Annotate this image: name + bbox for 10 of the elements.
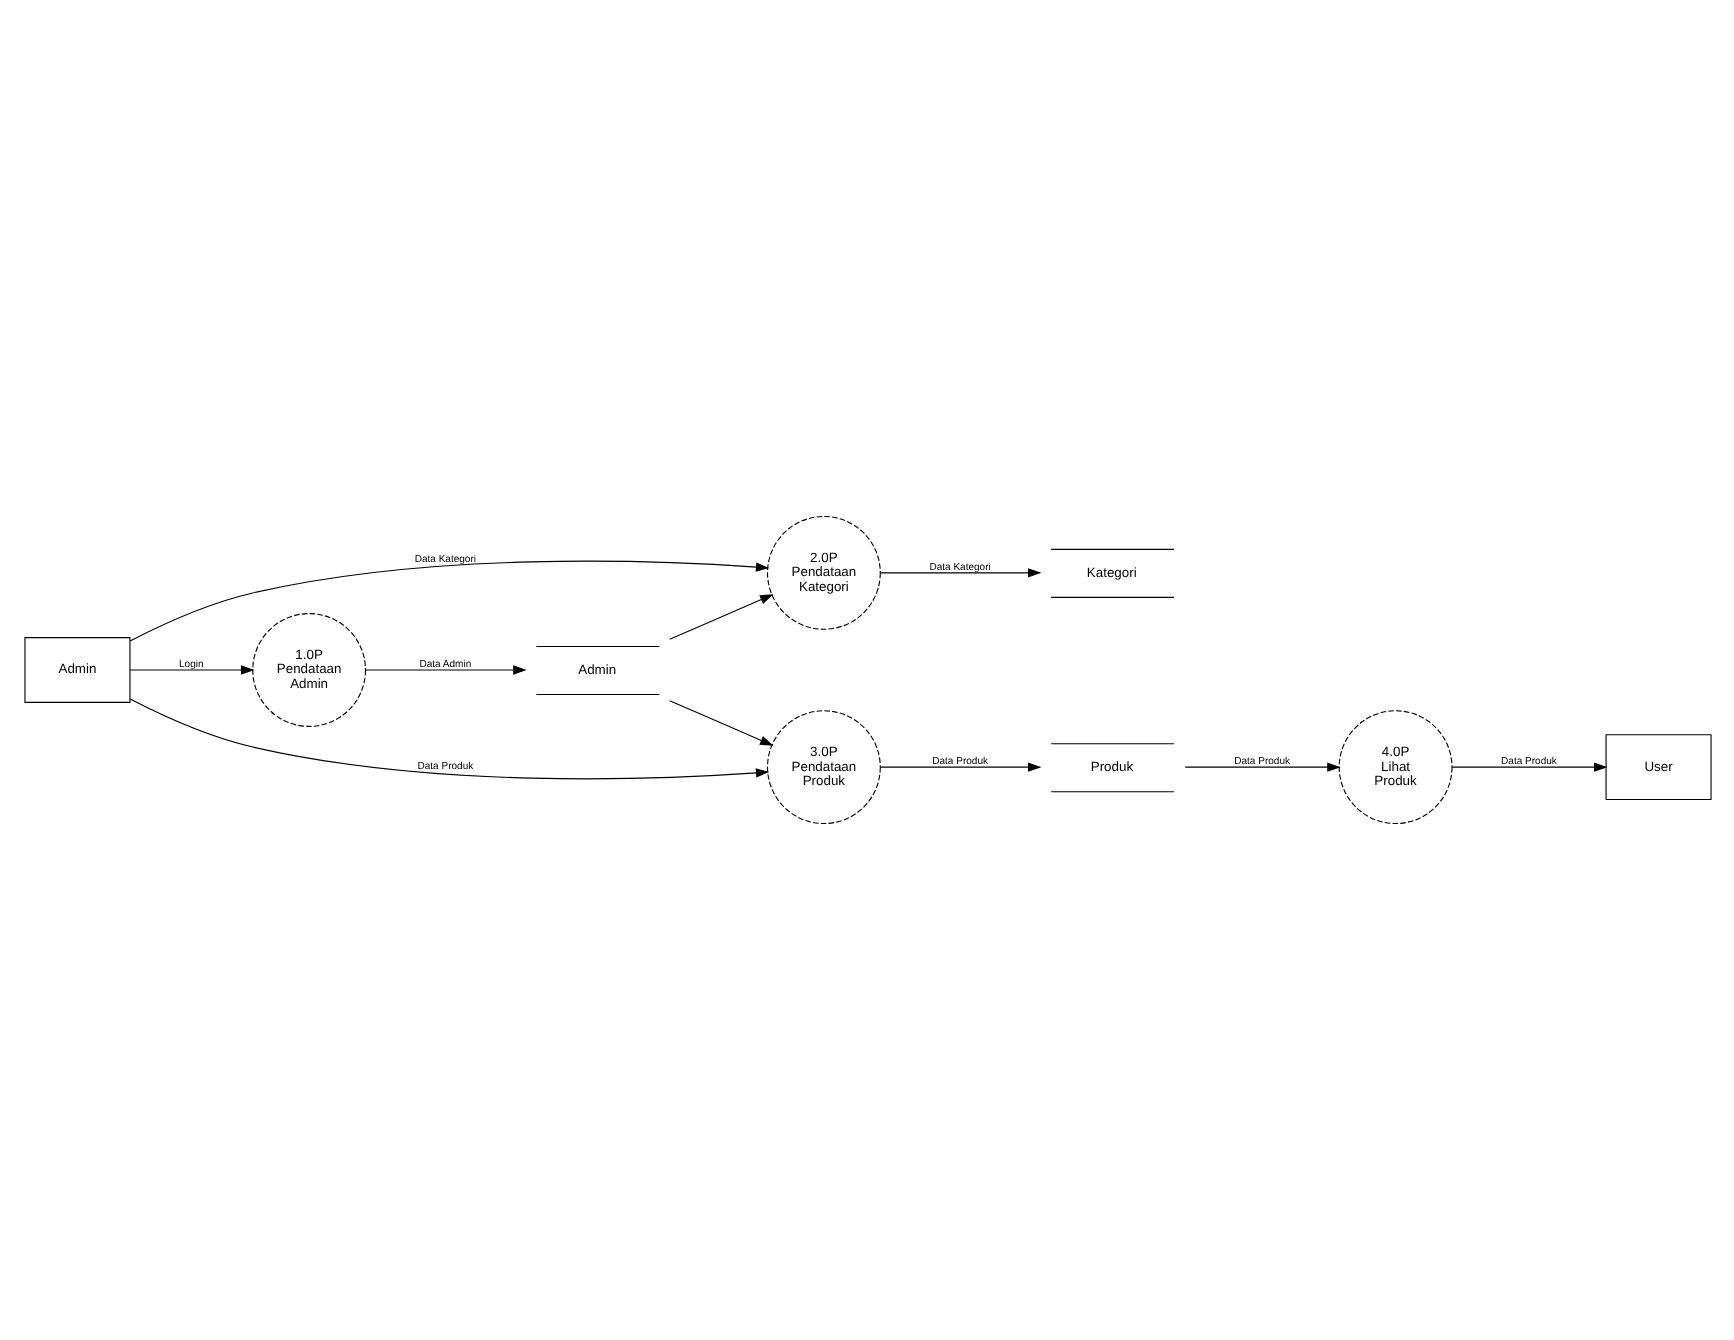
arrow <box>364 665 526 675</box>
arrow <box>1450 762 1607 772</box>
arrow <box>879 762 1041 772</box>
arrow <box>128 698 769 780</box>
arrow <box>668 594 773 640</box>
arrow <box>879 568 1041 578</box>
arrow <box>128 665 254 675</box>
arrow <box>1183 762 1340 772</box>
arrow <box>128 560 769 642</box>
arrow <box>668 700 773 746</box>
